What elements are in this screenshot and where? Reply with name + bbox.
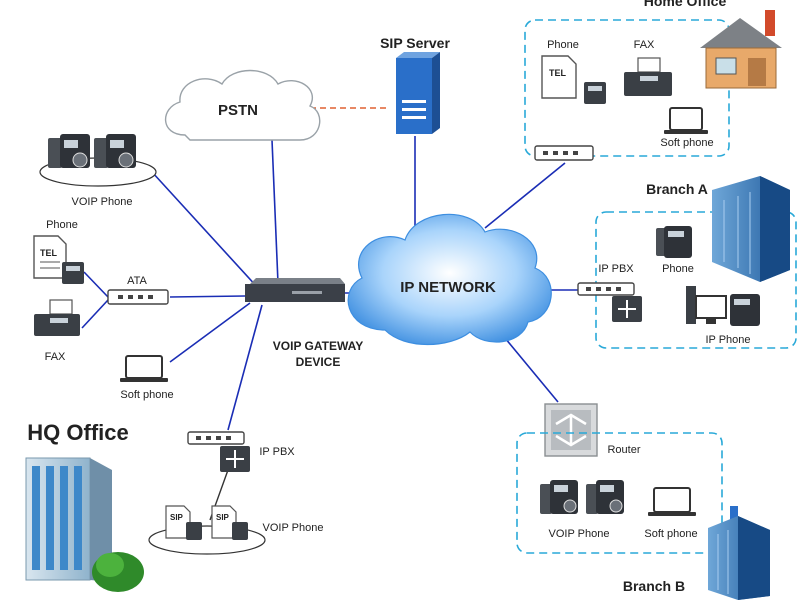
link-gateway-softphone — [169, 302, 251, 363]
soft-phone-left-label: Soft phone — [120, 389, 173, 401]
voip-gateway-device: VOIP GATEWAY DEVICE — [245, 278, 363, 369]
link-ipnetwork-home — [484, 162, 566, 229]
branch-b: Router VOIP Phone Soft phone Branch B — [516, 403, 770, 600]
home-office-label: Home Office — [644, 0, 727, 9]
voip-phone-icon — [48, 134, 90, 168]
fax-machine-icon — [34, 299, 80, 336]
hq-office-label: HQ Office — [27, 420, 128, 445]
voip-phone-icon — [94, 134, 136, 168]
ip-network-label: IP NETWORK — [400, 279, 496, 296]
link-gateway-pbx-hq — [227, 304, 263, 431]
laptop-icon — [120, 355, 168, 382]
link-ata-fax — [81, 299, 109, 329]
voip-phone-b-label: VOIP Phone — [549, 528, 610, 540]
voip-phones-top: VOIP Phone — [39, 134, 157, 208]
laptop-icon — [664, 107, 708, 134]
svg-text:TEL: TEL — [40, 248, 58, 258]
home-phone-label: Phone — [547, 39, 579, 51]
server-icon — [396, 52, 440, 134]
ata-device: ATA — [107, 275, 169, 305]
fax-left-label: FAX — [45, 351, 66, 363]
router-label: Router — [607, 444, 640, 456]
ip-network-cloud: IP NETWORK — [347, 213, 552, 346]
sip-server: SIP Server — [380, 35, 450, 134]
home-office-boundary — [524, 19, 730, 157]
sip-phone-icon: SIP — [211, 505, 248, 540]
voip-phone-hq-label: VOIP Phone — [263, 522, 324, 534]
phone-a-label: Phone — [662, 263, 694, 275]
pstn-label: PSTN — [218, 102, 258, 119]
hq-office: HQ Office — [25, 420, 144, 592]
sip-server-label: SIP Server — [380, 35, 450, 51]
link-gateway-pstn — [271, 139, 279, 284]
desk-phone-icon — [62, 262, 84, 284]
branch-a-boundary — [595, 211, 797, 349]
gateway-label-line2: DEVICE — [296, 355, 341, 369]
office-building-icon — [25, 457, 144, 592]
phone-left: Phone TEL — [33, 219, 84, 284]
ip-pbx-hq-label: IP PBX — [259, 446, 295, 458]
voip-phone-top-label: VOIP Phone — [72, 196, 133, 208]
ip-pbx-hq: IP PBX — [187, 431, 295, 472]
fax-left: FAX — [34, 299, 80, 363]
pbx-switch-icon — [612, 296, 642, 322]
router-icon — [544, 403, 598, 457]
phone-left-label: Phone — [46, 219, 78, 231]
tel-document-icon: TEL — [33, 235, 67, 279]
ip-pbx-a-label: IP PBX — [598, 263, 634, 275]
soft-phone-left: Soft phone — [120, 355, 174, 401]
svg-text:SIP: SIP — [170, 513, 184, 522]
svg-text:TEL: TEL — [549, 68, 567, 78]
laptop-icon — [648, 487, 696, 516]
branch-b-label: Branch B — [623, 578, 685, 594]
ip-phone-a-label: IP Phone — [705, 334, 750, 346]
pbx-switch-icon — [220, 446, 250, 472]
ip-pbx-a — [577, 282, 642, 322]
gateway-label-line1: VOIP GATEWAY — [273, 339, 363, 353]
tel-document-icon: TEL — [541, 55, 606, 104]
home-switch — [534, 145, 594, 161]
branch-b-boundary — [516, 432, 723, 554]
home-office: Home Office Phone TEL FAX Soft phone — [524, 0, 782, 161]
fax-machine-icon — [624, 57, 672, 96]
ip-phone-workstation-icon — [686, 286, 760, 326]
office-tower-icon — [708, 506, 770, 600]
voip-phone-icon — [540, 480, 578, 514]
ata-label: ATA — [127, 275, 147, 287]
svg-text:SIP: SIP — [216, 513, 230, 522]
sip-phone-icon: SIP — [165, 505, 202, 540]
home-soft-phone-label: Soft phone — [660, 137, 713, 149]
soft-phone-b-label: Soft phone — [644, 528, 697, 540]
house-icon — [700, 10, 782, 89]
voip-phones-hq: SIP SIP VOIP Phone — [148, 505, 324, 555]
link-gateway-ata — [169, 295, 246, 298]
branch-a: Branch A Phone IP PBX — [577, 176, 797, 349]
pstn-cloud: PSTN — [164, 69, 321, 141]
branch-a-label: Branch A — [646, 181, 708, 197]
office-tower-icon — [712, 176, 790, 282]
home-fax-label: FAX — [634, 39, 655, 51]
voip-phone-icon — [586, 480, 624, 514]
link-ata-phone — [83, 271, 109, 298]
desk-phone-icon — [656, 226, 692, 258]
link-gateway-voip-top — [151, 171, 259, 289]
